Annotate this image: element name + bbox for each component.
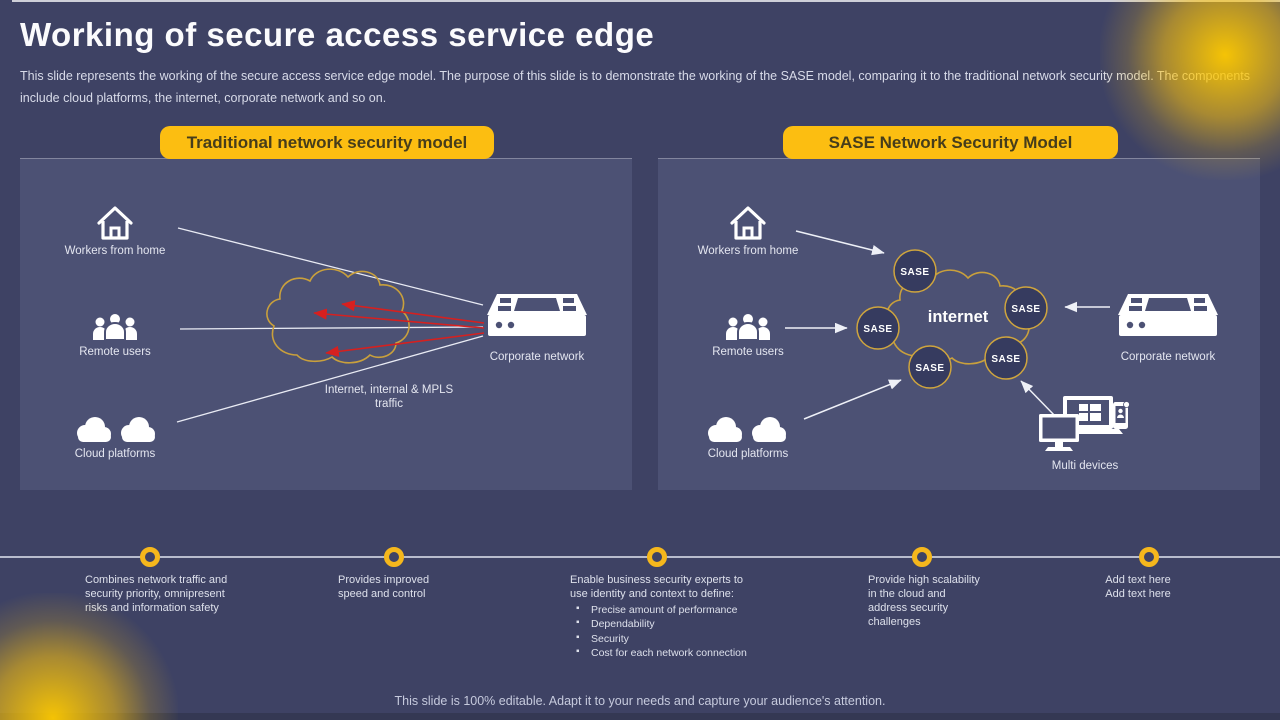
bullet-item: Dependability [570,617,762,631]
bullet-item: Cost for each network connection [570,646,762,660]
devices-icon [1038,395,1130,452]
label-workers-from-home: Workers from home [64,245,166,257]
white-arrows [785,230,1110,420]
internet-label: internet [928,308,989,326]
panel-traditional: Workers from home Remote users Cloud pla… [20,158,632,490]
sase-node: SASE [856,306,900,350]
ring-icon [140,547,160,567]
timeline-item-5: Add text here Add text here [1086,573,1190,601]
server-icon [487,294,587,336]
clouds-icon [708,417,786,442]
bottom-bar [0,713,1280,720]
timeline-item-4: Provide high scalability in the cloud an… [868,574,980,629]
label-workers-from-home: Workers from home [697,245,799,257]
label-corporate-network: Corporate network [489,351,585,363]
timeline-item-2: Provides improved speed and control [338,574,430,601]
sase-node: SASE [984,336,1028,380]
ring-icon [384,547,404,567]
label-internet-mpls-traffic: Internet, internal & MPLS traffic [324,384,454,411]
users-icon [92,312,138,341]
ring-icon [912,547,932,567]
sase-node: SASE [1004,286,1048,330]
footer-note: This slide is 100% editable. Adapt it to… [394,694,886,708]
red-traffic-arrows [313,300,485,357]
sase-node: SASE [908,345,952,389]
ring-icon [1139,547,1159,567]
internet-cloud-outline [266,268,410,364]
timeline-item-3: Enable business security experts to use … [570,573,762,661]
add-text-line: Add text here [1105,574,1171,586]
server-icon [1118,294,1218,336]
bullet-item: Security [570,632,762,646]
timeline-item-3-text: Enable business security experts to use … [570,574,744,601]
label-corporate-network: Corporate network [1120,351,1216,363]
page-title: Working of secure access service edge [20,16,655,53]
label-cloud-platforms: Cloud platforms [74,448,156,460]
sase-diagram: internet SASE SASE SASE SASE [708,206,1218,452]
timeline-item-1: Combines network traffic and security pr… [85,574,228,615]
badge-traditional-model: Traditional network security model [160,126,494,159]
users-icon [725,312,771,341]
svg-text:SASE: SASE [863,324,892,335]
label-cloud-platforms: Cloud platforms [707,448,789,460]
traditional-diagram [77,206,587,442]
connector-lines [176,227,484,423]
clouds-icon [77,417,155,442]
svg-text:SASE: SASE [1011,304,1040,315]
svg-text:SASE: SASE [991,354,1020,365]
svg-text:SASE: SASE [900,267,929,278]
sase-nodes: SASE SASE SASE SASE SASE [856,249,1048,389]
add-text-line: Add text here [1105,588,1171,601]
top-border-line [12,0,1280,2]
label-remote-users: Remote users [712,346,784,358]
house-icon [730,206,766,240]
label-remote-users: Remote users [79,346,151,358]
ring-icon [647,547,667,567]
label-multi-devices: Multi devices [1051,460,1119,472]
slide-description: This slide represents the working of the… [20,69,1251,105]
panel-sase: internet SASE SASE SASE SASE [658,158,1260,490]
sase-node: SASE [893,249,937,293]
bullet-item: Precise amount of performance [570,603,762,617]
svg-text:SASE: SASE [915,363,944,374]
house-icon [97,206,133,240]
bullet-list: Precise amount of performance Dependabil… [570,603,762,660]
timeline-line [0,556,1280,558]
badge-sase-model: SASE Network Security Model [783,126,1118,159]
